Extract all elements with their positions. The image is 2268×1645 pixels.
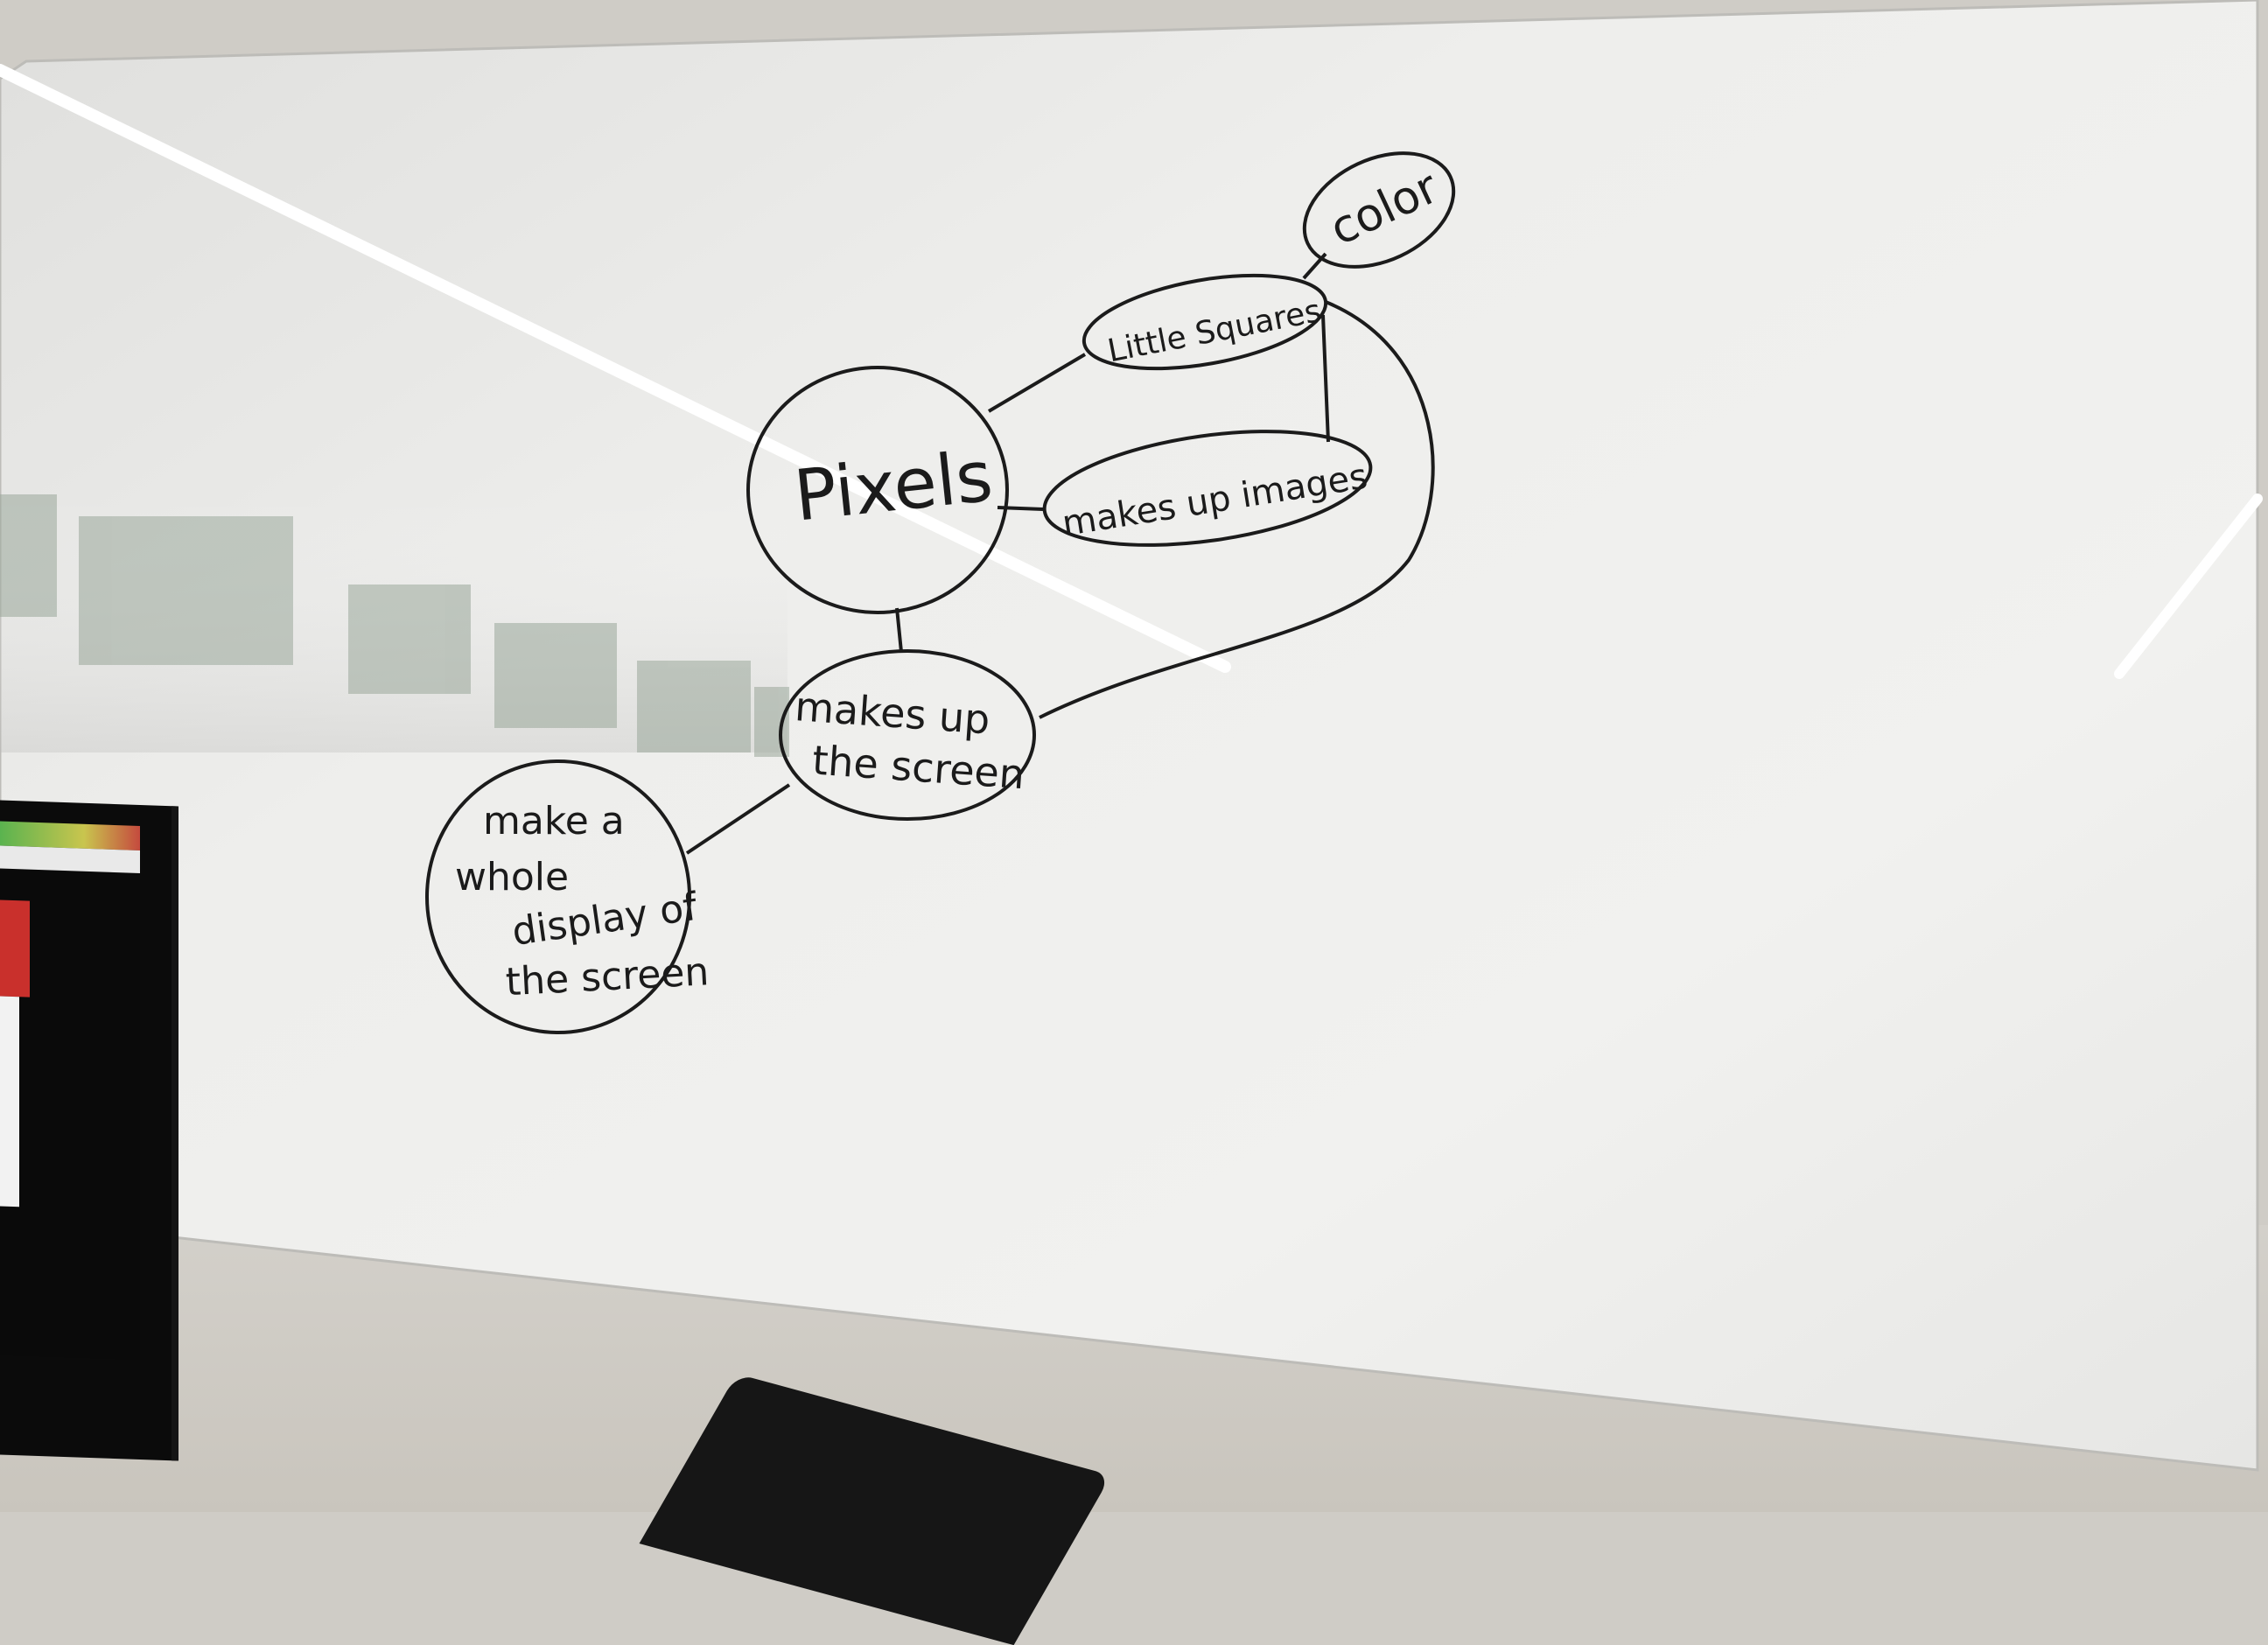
whiteboard: Pixels Little Squares color makes up ima… bbox=[0, 0, 2263, 1472]
color-bubble bbox=[1302, 151, 1456, 269]
light-glare-streak-right bbox=[2114, 494, 2263, 679]
connector-little-squares-images bbox=[1321, 314, 1330, 443]
connector-pixels-screen bbox=[895, 607, 903, 653]
connector-little-squares-screen-loop bbox=[1039, 300, 1435, 719]
connector-screen-whole bbox=[685, 783, 791, 855]
pixels-bubble bbox=[746, 366, 1009, 614]
monitor-toolbar bbox=[0, 845, 140, 874]
whole-display-bubble bbox=[425, 760, 691, 1034]
makes-up-images-bubble bbox=[1042, 430, 1373, 547]
monitor-white-panel bbox=[0, 996, 19, 1208]
whole-display-label-line1: make a bbox=[483, 799, 625, 844]
little-squares-bubble bbox=[1082, 273, 1328, 371]
whole-display-label-line4: the screen bbox=[505, 949, 710, 1004]
makes-up-screen-bubble bbox=[779, 649, 1036, 821]
computer-monitor bbox=[0, 800, 178, 1461]
monitor-red-panel bbox=[0, 900, 30, 998]
connector-pixels-little-squares bbox=[987, 353, 1087, 413]
light-glare-streak bbox=[0, 64, 1231, 673]
window-panes bbox=[0, 494, 789, 757]
connector-little-squares-color bbox=[1302, 252, 1327, 280]
whole-display-label-line2: whole bbox=[455, 855, 569, 900]
connector-pixels-images bbox=[997, 506, 1044, 511]
